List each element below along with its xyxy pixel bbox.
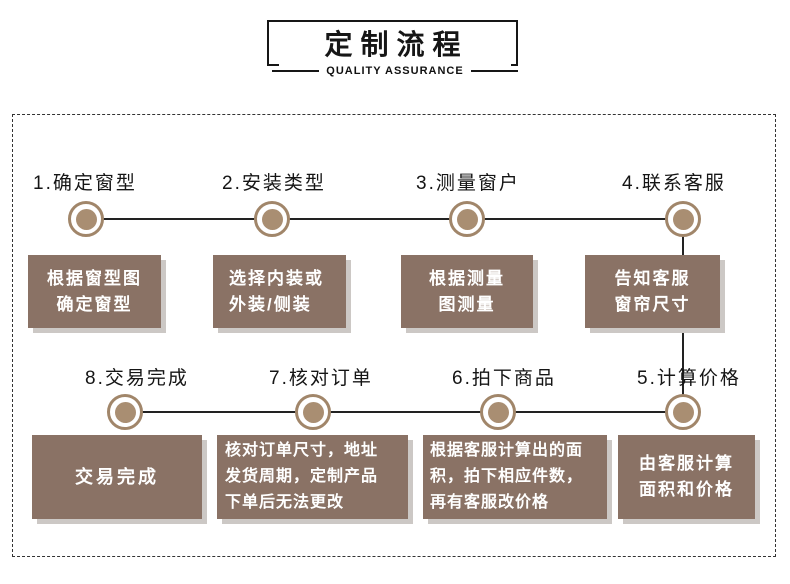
step-3-label: 3.测量窗户 — [416, 173, 520, 194]
title-box: 定制流程 — [267, 20, 518, 66]
subtitle-left-line — [272, 69, 320, 72]
step-1-node-icon — [68, 201, 104, 237]
step-6-node-icon — [480, 394, 516, 430]
step-8-label: 8.交易完成 — [85, 368, 189, 389]
step-3-node-icon — [449, 201, 485, 237]
step-3-desc-box: 根据测量 图测量 — [401, 255, 533, 328]
step-8-desc-box: 交易完成 — [32, 435, 202, 519]
step-6-node-dot — [487, 401, 509, 423]
step-7-node-icon — [295, 394, 331, 430]
step-7-desc-box: 核对订单尺寸，地址 发货周期，定制产品 下单后无法更改 — [217, 435, 408, 519]
step-5-node-dot — [672, 401, 694, 423]
step-5-label: 5.计算价格 — [637, 368, 741, 389]
step-7-node-dot — [302, 401, 324, 423]
step-4-node-dot — [672, 208, 694, 230]
step-8-node-dot — [114, 401, 136, 423]
dashed-border-frame — [12, 114, 776, 557]
page-title: 定制流程 — [324, 29, 469, 60]
step-1-node-dot — [75, 208, 97, 230]
step-2-node-icon — [254, 201, 290, 237]
step-4-node-icon — [665, 201, 701, 237]
step-6-desc-box: 根据客服计算出的面 积，拍下相应件数， 再有客服改价格 — [423, 435, 607, 519]
step-8-node-icon — [107, 394, 143, 430]
row-2-connector-line — [125, 411, 683, 413]
step-2-desc-box: 选择内装或 外装/侧装 — [213, 255, 346, 328]
row-1-connector-line — [86, 218, 683, 220]
step-1-desc-box: 根据窗型图 确定窗型 — [28, 255, 161, 328]
step-2-node-dot — [261, 208, 283, 230]
step-4-label: 4.联系客服 — [622, 173, 726, 194]
step-2-label: 2.安装类型 — [222, 173, 326, 194]
step-1-label: 1.确定窗型 — [33, 173, 137, 194]
subtitle-right-line — [470, 69, 518, 72]
subtitle-text: QUALITY ASSURANCE — [326, 64, 464, 77]
step-7-label: 7.核对订单 — [269, 368, 373, 389]
step-4-desc-box: 告知客服 窗帘尺寸 — [585, 255, 720, 328]
step-6-label: 6.拍下商品 — [452, 368, 556, 389]
step-3-node-dot — [456, 208, 478, 230]
step-5-node-icon — [665, 394, 701, 430]
step-5-desc-box: 由客服计算 面积和价格 — [618, 435, 755, 519]
subtitle-band: QUALITY ASSURANCE — [272, 62, 518, 79]
